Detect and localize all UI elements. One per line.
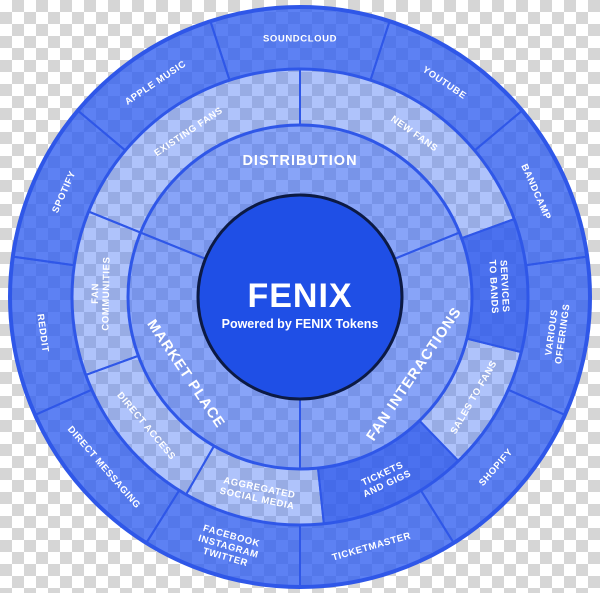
outer-label-soundcloud: SOUNDCLOUD	[263, 34, 337, 45]
ring-boundary	[8, 5, 592, 589]
middle-label-fan-communities-line: FAN	[90, 283, 101, 304]
outer-label-facebook-instagram-twitter: FACEBOOKINSTAGRAMTWITTER	[194, 522, 263, 571]
core-disc	[196, 193, 404, 401]
outer-label-reddit: REDDIT	[34, 313, 50, 353]
ring-boundary	[126, 123, 474, 471]
middle-label-services-to-bands: SERVICESTO BANDS	[486, 259, 511, 314]
core-subtitle: Powered by FENIX Tokens	[222, 317, 379, 331]
inner-label-distribution: DISTRIBUTION	[242, 153, 357, 169]
core-title: FENIX	[247, 277, 352, 315]
ring-boundary	[70, 67, 530, 527]
middle-label-fan-communities-line: COMMUNITIES	[100, 256, 112, 330]
core-circle: FENIX Powered by FENIX Tokens	[196, 193, 404, 401]
middle-label-services-to-bands-line: TO BANDS	[486, 259, 500, 314]
outer-label-soundcloud-line: SOUNDCLOUD	[263, 34, 337, 45]
middle-label-fan-communities: FANCOMMUNITIES	[89, 256, 112, 331]
outer-label-reddit-line: REDDIT	[34, 313, 50, 353]
middle-label-services-to-bands-line: SERVICES	[497, 260, 511, 313]
